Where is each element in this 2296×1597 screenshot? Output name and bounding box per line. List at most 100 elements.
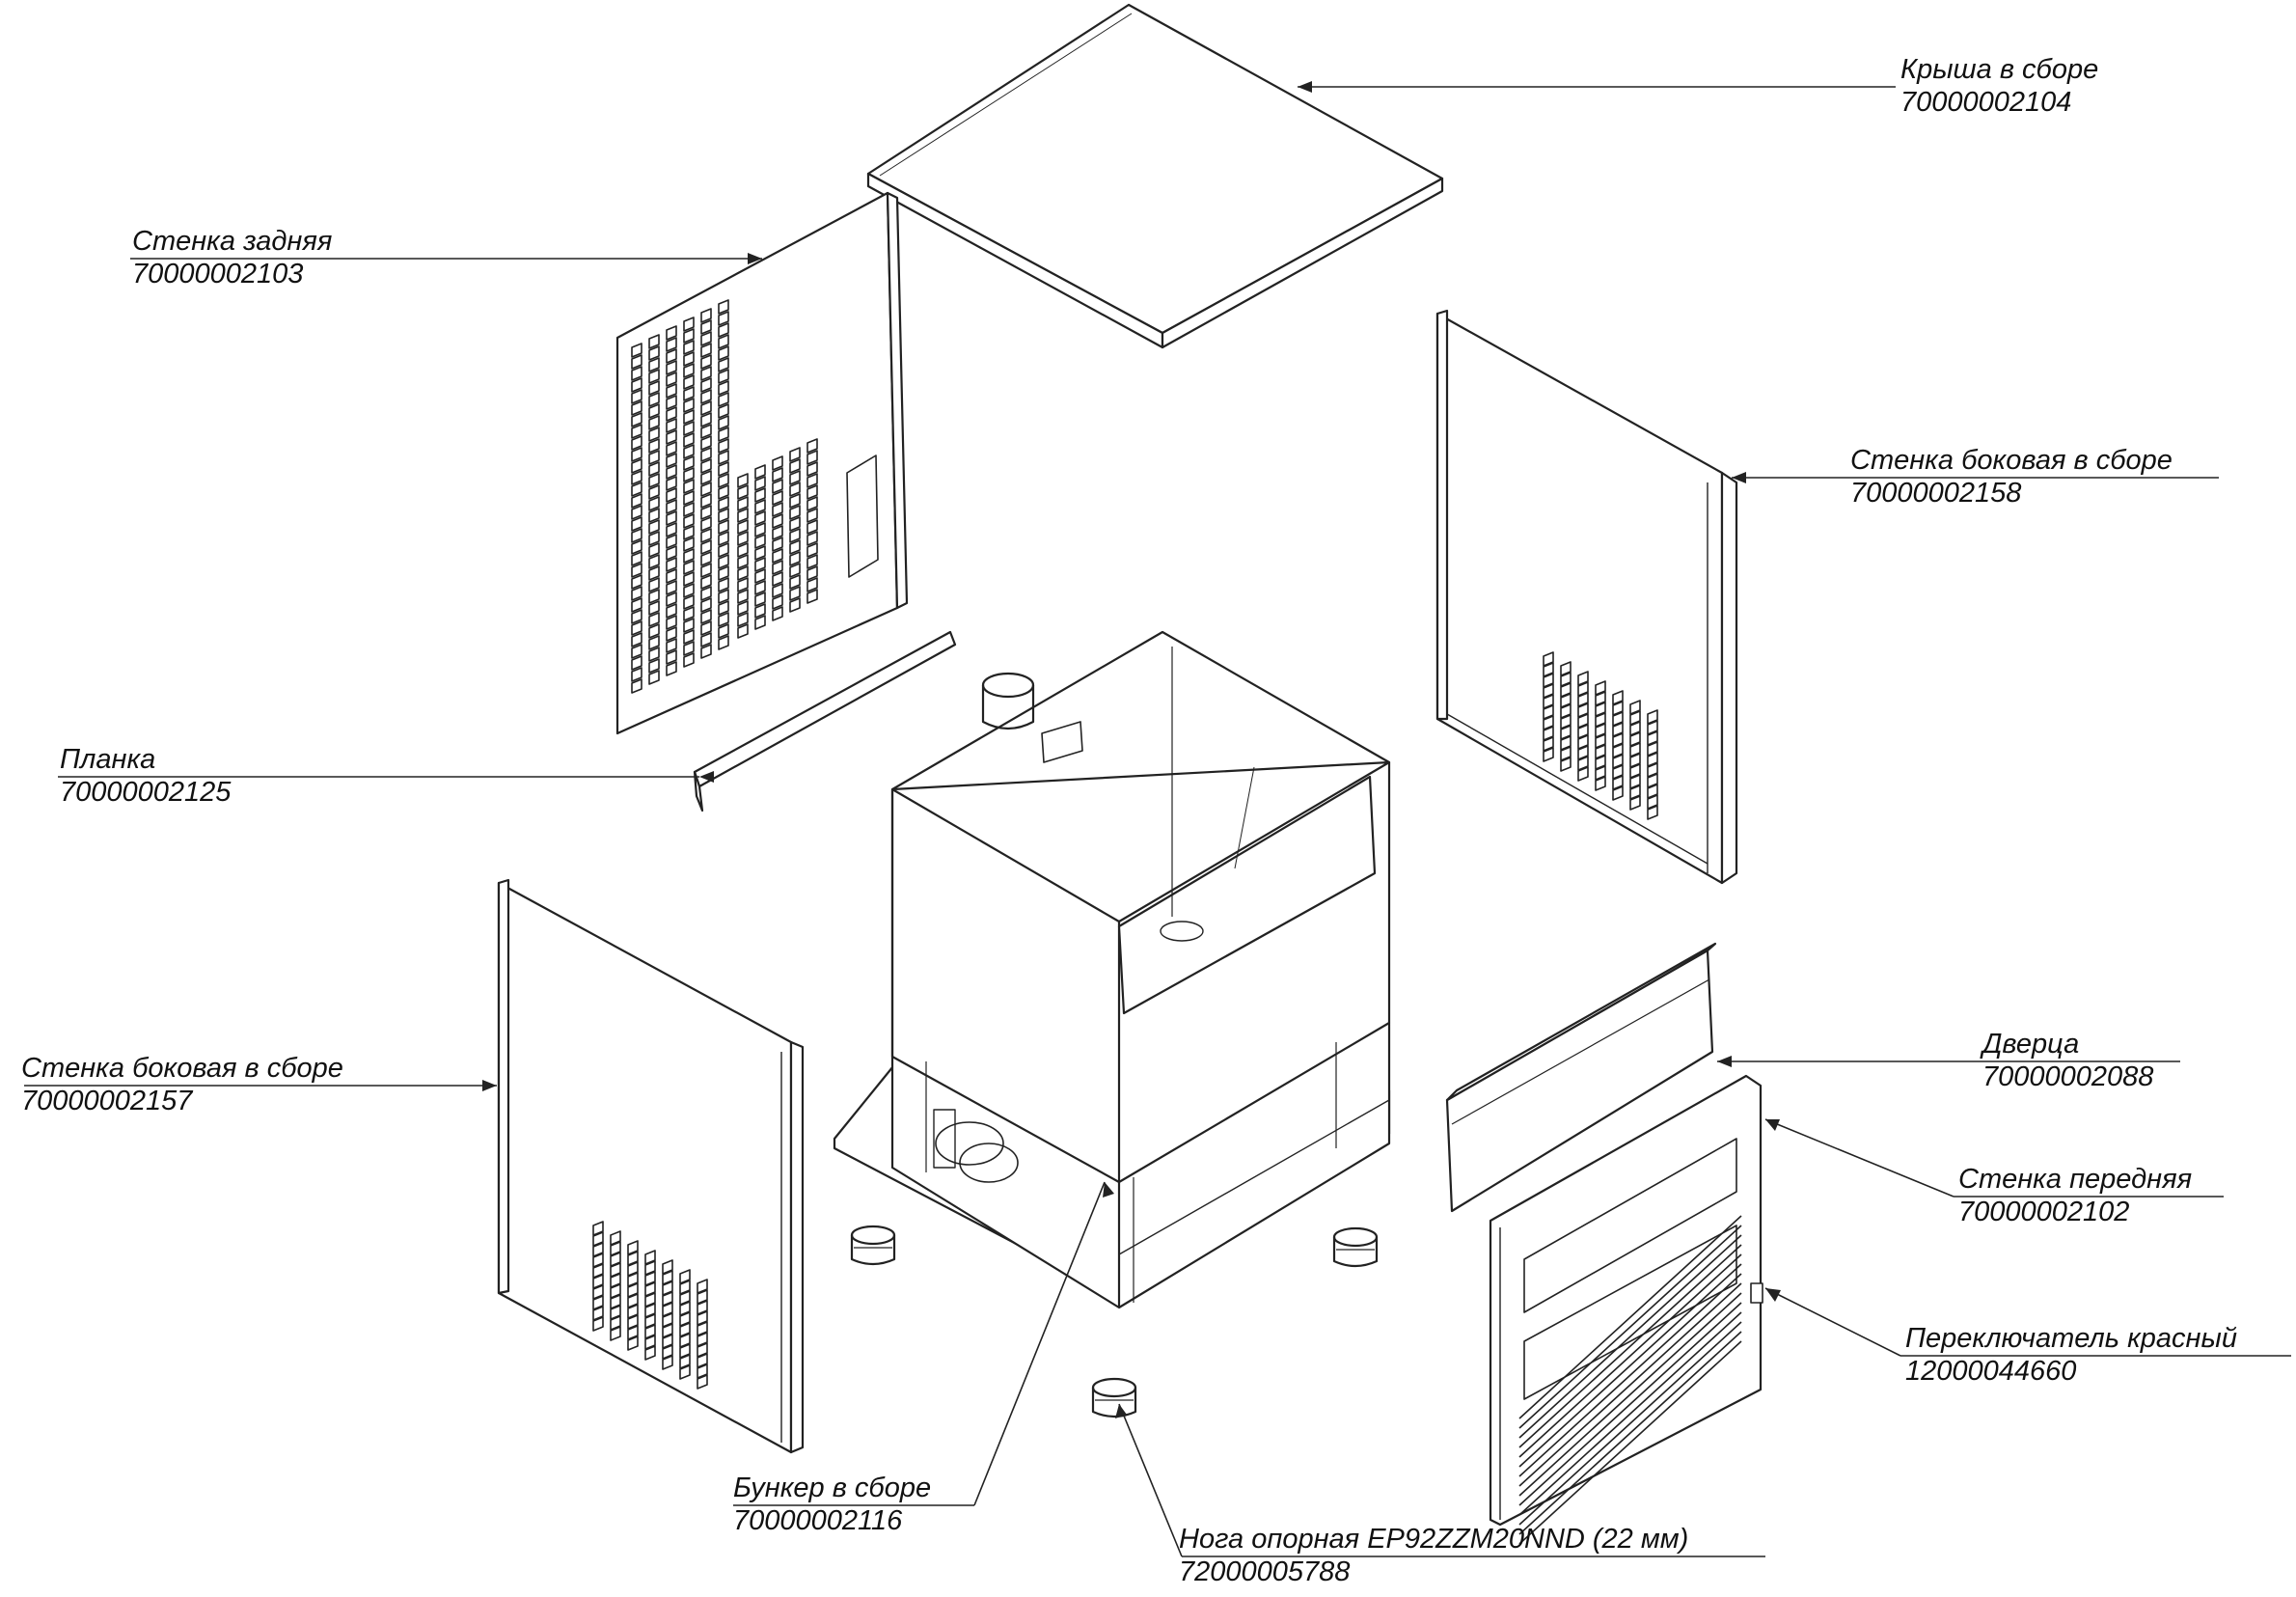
louver-slot: [610, 1273, 621, 1288]
louver-slot: [754, 487, 766, 503]
louver-slot: [627, 1335, 639, 1351]
louver-slot: [1560, 746, 1572, 761]
louver-slot: [631, 366, 642, 381]
louver-slot: [644, 1335, 656, 1350]
louver-slot: [648, 647, 660, 662]
louver-slot: [683, 652, 695, 668]
louver-slot: [700, 366, 712, 381]
louver-slot: [700, 574, 712, 590]
louver-slot: [662, 1334, 673, 1349]
louver-slot: [683, 641, 695, 656]
louver-slot: [627, 1304, 639, 1319]
louver-slot: [683, 513, 695, 529]
louver-slot: [644, 1292, 656, 1308]
louver-slot: [683, 340, 695, 355]
louver-slot: [754, 545, 766, 561]
louver-slot: [718, 554, 729, 569]
louver-slot: [718, 565, 729, 581]
louver-slot: [1543, 662, 1554, 677]
louver-slot: [1647, 794, 1658, 810]
louver-slot: [648, 600, 660, 616]
louver-slot: [718, 496, 729, 511]
plank-part: [693, 630, 957, 812]
callout-plank-name: Планка: [60, 744, 156, 775]
louver-slot: [631, 493, 642, 509]
louver-slot: [772, 467, 783, 482]
louver-slot: [1647, 730, 1658, 746]
louver-slot: [1560, 725, 1572, 740]
louver-slot: [1577, 756, 1589, 771]
louver-slot: [592, 1263, 604, 1279]
louver-slot: [806, 438, 818, 454]
louver-slot: [1577, 734, 1589, 750]
louver-slot: [772, 513, 783, 529]
louver-slot: [592, 1253, 604, 1268]
louver-slot: [737, 589, 749, 604]
louver-slot: [610, 1315, 621, 1331]
louver-slot: [700, 331, 712, 346]
louver-slot: [700, 539, 712, 555]
louver-slot: [754, 476, 766, 491]
louver-slot: [737, 554, 749, 569]
louver-slot: [627, 1261, 639, 1277]
louver-slot: [666, 360, 677, 375]
louver-slot: [683, 583, 695, 598]
louver-slot: [1577, 681, 1589, 697]
louver-slot: [806, 508, 818, 523]
louver-slot: [1629, 763, 1641, 779]
louver-slot: [700, 505, 712, 520]
louver-slot: [700, 412, 712, 427]
louver-slot: [683, 479, 695, 494]
louver-slot: [789, 505, 801, 520]
louver-slot: [683, 537, 695, 552]
louver-slot: [1543, 683, 1554, 699]
louver-slot: [666, 661, 677, 676]
louver-slot: [631, 377, 642, 393]
callout-back-wall: Стенка задняя 70000002103: [132, 225, 332, 290]
louver-slot: [1595, 712, 1606, 728]
louver-slot: [718, 392, 729, 407]
louver-slot: [754, 603, 766, 619]
louver-slot: [806, 577, 818, 592]
louver-slot: [806, 473, 818, 488]
louver-slot: [700, 644, 712, 659]
louver-slot: [592, 1231, 604, 1247]
louver-slot: [1629, 700, 1641, 715]
louver-slot: [666, 545, 677, 561]
louver-slot: [1647, 720, 1658, 735]
louver-slot: [631, 528, 642, 543]
louver-slot: [737, 542, 749, 558]
callout-side-right-code: 70000002158: [1850, 478, 2022, 509]
louver-slot: [666, 383, 677, 399]
louver-slot: [666, 429, 677, 445]
louver-slot: [648, 589, 660, 604]
louver-slot: [1543, 704, 1554, 720]
louver-slot: [697, 1321, 708, 1336]
louver-slot: [1560, 693, 1572, 708]
louver-slot: [718, 322, 729, 338]
louver-slot: [666, 580, 677, 595]
louver-slot: [697, 1310, 708, 1326]
louver-slot: [718, 369, 729, 384]
louver-slot: [697, 1353, 708, 1368]
louver-slot: [631, 620, 642, 636]
callout-back-wall-name: Стенка задняя: [132, 226, 333, 257]
louver-slot: [683, 560, 695, 575]
louver-slot: [754, 534, 766, 549]
louver-slot: [666, 348, 677, 364]
louver-slot: [1560, 682, 1572, 698]
louver-slot: [718, 612, 729, 627]
louver-slot: [718, 450, 729, 465]
louver-slot: [700, 516, 712, 532]
louver-slot: [772, 560, 783, 575]
louver-slot: [1629, 753, 1641, 768]
louver-slot: [1612, 743, 1624, 758]
louver-slot: [627, 1282, 639, 1298]
louver-slot: [1595, 733, 1606, 749]
louver-slot: [648, 623, 660, 639]
front-slot: [1518, 1215, 1742, 1419]
louver-slot: [683, 444, 695, 459]
louver-slot: [789, 516, 801, 532]
louver-slot: [718, 473, 729, 488]
louver-slot: [631, 424, 642, 439]
